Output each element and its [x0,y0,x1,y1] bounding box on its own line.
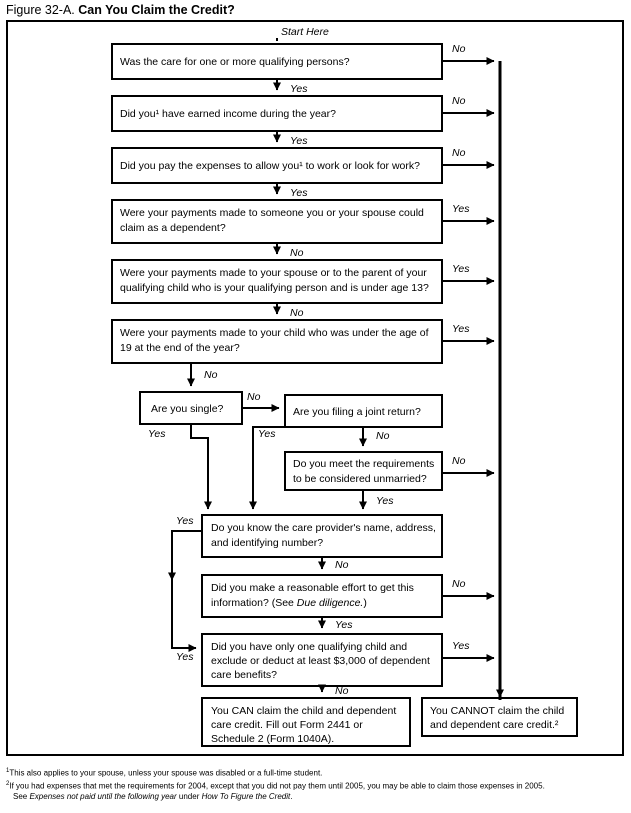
footnote-2-text: If you had expenses that met the require… [9,781,545,791]
node-q12-line-2: care benefits? [211,669,277,681]
footnote-2-pre: See [13,792,30,802]
figure-number: Figure 32-A. [6,3,75,17]
node-q5-line-0: Were your payments made to your spouse o… [120,267,427,279]
node-q12 [201,633,443,687]
node-cannot-claim-line-1: and dependent care credit.² [430,719,559,731]
node-can-claim-line-2: Schedule 2 (Form 1040A). [211,733,334,745]
footnote-2: 2If you had expenses that met the requir… [6,779,626,792]
start-here-label: Start Here [281,26,329,38]
node-q2-line-0: Did you¹ have earned income during the y… [120,108,336,120]
node-q10-line-0: Do you know the care provider's name, ad… [211,522,436,534]
node-q3-line-0: Did you pay the expenses to allow you¹ t… [120,160,420,172]
node-q9 [284,451,443,491]
edge-label-q1-yes: Yes [290,83,308,95]
edge-label-q10-yes: Yes [176,515,194,527]
edge-label-q4-no: No [290,247,304,259]
edge-label-q7-no: No [247,391,261,403]
node-q9-line-0: Do you meet the requirements [293,458,434,470]
node-q11-line-1: information? (See Due diligence.) [211,597,367,609]
edge-label-q9-no: No [452,455,466,467]
edge-label-q10-no: No [335,559,349,571]
node-q11-line-0: Did you make a reasonable effort to get … [211,582,414,594]
edge-q7-yes [190,424,212,510]
node-q4-line-0: Were your payments made to someone you o… [120,207,424,219]
footnote-1-text: This also applies to your spouse, unless… [9,768,323,778]
edge-label-q5-yes: Yes [452,263,470,275]
footnote-2-marker: 2 [6,781,10,788]
node-q10-line-1: and identifying number? [211,537,323,549]
edge-label-q3-yes: Yes [290,187,308,199]
node-q6 [111,319,443,364]
node-q1 [111,43,443,80]
node-q5-line-1: qualifying child who is your qualifying … [120,282,429,294]
node-q7-line-0: Are you single? [151,403,224,415]
edge-label-q7-yes: Yes [148,428,166,440]
node-cannot-claim-line-0: You CANNOT claim the child [430,705,564,717]
edge-label-q5-no: No [290,307,304,319]
footnote-2-italic-2: How To Figure the Credit [201,792,291,802]
edge-label-q1-no: No [452,43,466,55]
edge-label-q11-yes: Yes [335,619,353,631]
edge-label-q11-no: No [452,578,466,590]
footnotes: 1This also applies to your spouse, unles… [6,766,626,803]
edge-q10-yes [171,530,202,652]
node-q8-line-0: Are you filing a joint return? [293,406,421,418]
footnote-2-mid: under [176,792,202,802]
footnote-1-marker: 1 [6,768,10,774]
edge-label-q6-yes: Yes [452,323,470,335]
edge-label-q3-no: No [452,147,466,159]
node-q9-line-1: to be considered unmarried? [293,473,427,485]
edge-label-q9-yes: Yes [376,495,394,507]
edge-label-q8-no: No [376,430,390,442]
node-can-claim-line-0: You CAN claim the child and dependent [211,705,396,717]
footnote-2-italic-1: Expenses not paid until the following ye… [29,792,177,802]
node-can-claim [201,697,411,747]
edge-label-q4-yes: Yes [452,203,470,215]
footnote-2-line2: See Expenses not paid until the followin… [6,792,626,803]
node-q1-line-0: Was the care for one or more qualifying … [120,56,350,68]
node-can-claim-line-1: care credit. Fill out Form 2441 or [211,719,363,731]
figure-heading: Can You Claim the Credit? [78,3,235,17]
flowchart-frame [6,20,624,756]
node-q6-line-0: Were your payments made to your child wh… [120,327,429,339]
edge-q8-yes [249,426,285,510]
edge-label-q12-no: No [335,685,349,697]
node-q6-line-1: 19 at the end of the year? [120,342,240,354]
node-q12-line-0: Did you have only one qualifying child a… [211,641,407,653]
edge-label-q8-yes: Yes [258,428,276,440]
node-q4-line-1: claim as a dependent? [120,222,226,234]
edge-label-q2-yes: Yes [290,135,308,147]
figure-title: Figure 32-A. Can You Claim the Credit? [6,2,235,18]
footnote-2-end: . [290,792,293,802]
edge-label-q2-no: No [452,95,466,107]
edge-label-q6-no: No [204,369,218,381]
edge-label-q12-yes: Yes [452,640,470,652]
node-q8 [284,394,443,428]
node-q10 [201,514,443,558]
node-q12-line-1: exclude or deduct at least $3,000 of dep… [211,655,430,667]
footnote-1: 1This also applies to your spouse, unles… [6,766,626,779]
edge-label-q10-yes-arrival: Yes [176,651,194,663]
